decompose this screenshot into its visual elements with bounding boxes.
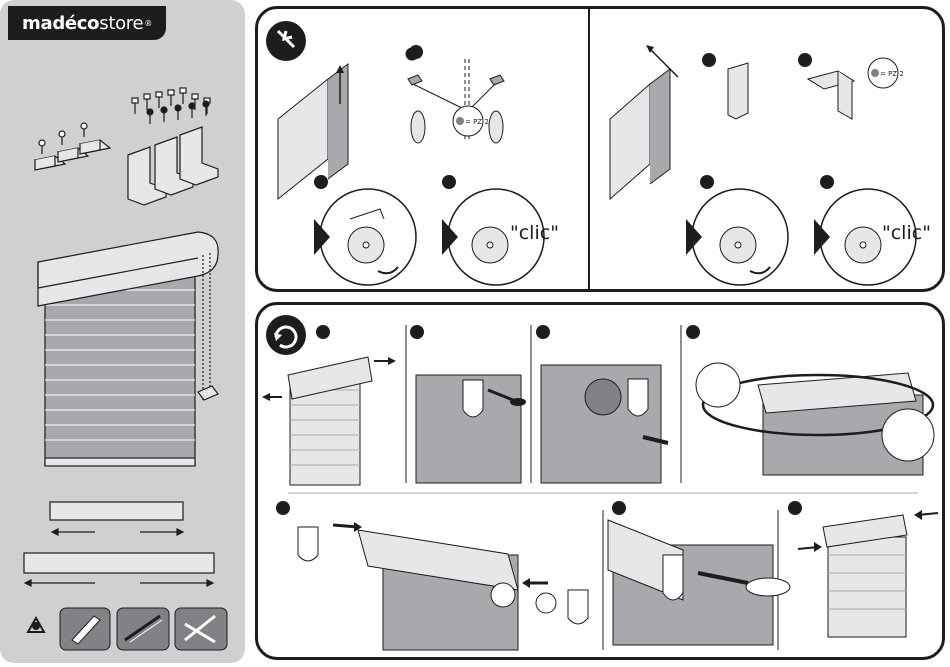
step-marker [700, 175, 714, 189]
screws-group [132, 88, 210, 124]
screw-callout-right: = PZ 2 [880, 70, 904, 78]
reversing-panel [255, 302, 945, 660]
roller-blind [38, 232, 218, 466]
width-measure-2 [24, 553, 214, 586]
blind-step2 [416, 375, 526, 483]
step-marker [409, 45, 423, 59]
blind-step7 [798, 510, 938, 637]
mounting-clips [35, 123, 110, 170]
step-marker [820, 175, 834, 189]
step-marker [410, 325, 424, 339]
reversing-illustration [258, 305, 942, 657]
blind-step3 [541, 365, 668, 483]
step-marker [316, 325, 330, 339]
pliers-icon [175, 608, 227, 650]
blind-step6 [608, 520, 790, 645]
wall-brackets [128, 127, 218, 205]
screw-callout-left: = PZ 2 [465, 118, 489, 126]
mounting-panel: = PZ 2 "clic" = PZ 2 "clic" [255, 6, 945, 292]
step-marker [788, 501, 802, 515]
step-marker [536, 325, 550, 339]
blind-step5 [298, 522, 588, 650]
width-measure-1 [50, 502, 183, 535]
tape-measure-icon [60, 608, 110, 650]
step-marker [798, 53, 812, 67]
click-label-left: "clic" [510, 222, 559, 244]
step-marker [276, 501, 290, 515]
step-marker [686, 325, 700, 339]
recycle-icon [28, 618, 44, 632]
parts-illustration [0, 0, 245, 663]
step-marker [314, 175, 328, 189]
step-marker [442, 175, 456, 189]
blind-step4 [696, 363, 934, 475]
click-label-right: "clic" [882, 222, 931, 244]
screwdriver-tool-icon [117, 608, 169, 650]
blind-step1 [262, 357, 396, 485]
step-marker [702, 53, 716, 67]
ceiling-mount-illustration: = PZ 2 "clic" = PZ 2 "clic" [258, 9, 942, 289]
step-marker [612, 501, 626, 515]
